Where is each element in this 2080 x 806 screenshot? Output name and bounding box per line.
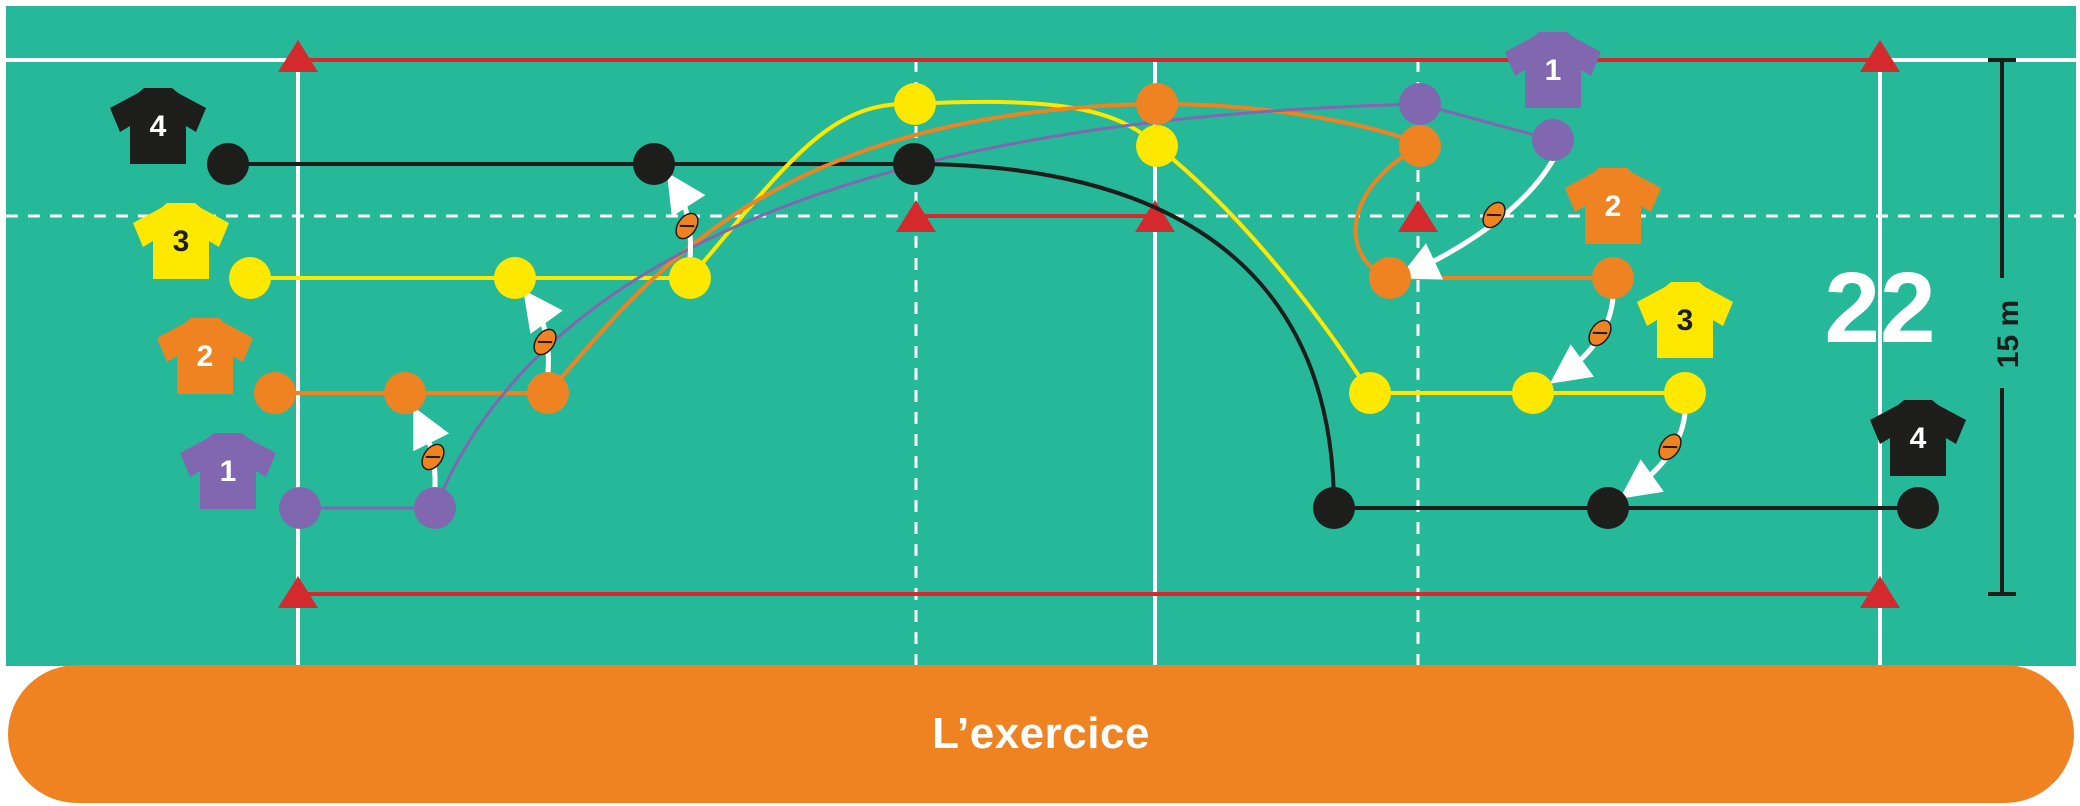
jersey-yellow-left: 3: [133, 203, 229, 279]
jersey-number: 4: [1910, 422, 1927, 455]
jersey-number: 3: [173, 225, 190, 258]
purple-run-lines: [300, 102, 1554, 510]
player-dot-black: [633, 143, 675, 185]
cone-icon: [278, 40, 318, 72]
player-dot-orange: [1592, 257, 1634, 299]
player-dot-yellow: [669, 257, 711, 299]
player-dot-yellow: [1136, 125, 1178, 167]
jersey-yellow-right: 3: [1637, 282, 1733, 358]
jersey-orange-left: 2: [157, 318, 253, 394]
player-dot-yellow: [894, 83, 936, 125]
player-dot-purple: [1532, 119, 1574, 161]
orange-dots: [254, 83, 1634, 414]
player-dot-purple: [279, 487, 321, 529]
player-dot-black: [893, 143, 935, 185]
cone-icon: [1398, 200, 1438, 232]
cone-icon: [896, 200, 936, 232]
jersey-number: 1: [1545, 54, 1562, 87]
cone-icon: [278, 576, 318, 608]
jersey-number: 3: [1677, 304, 1694, 337]
cone-icon: [1135, 200, 1175, 232]
player-dot-yellow: [1512, 372, 1554, 414]
player-dot-orange: [1136, 83, 1178, 125]
player-dot-yellow: [494, 257, 536, 299]
player-dot-orange: [1369, 257, 1411, 299]
jersey-number: 2: [1605, 190, 1622, 223]
purple-dots: [279, 83, 1574, 529]
yellow-dots: [229, 83, 1706, 414]
distance-label: 15 m: [1992, 300, 2025, 368]
player-dot-purple: [1399, 83, 1441, 125]
jersey-purple-left: 1: [180, 433, 276, 509]
player-dot-orange: [527, 372, 569, 414]
cone-icon: [1860, 576, 1900, 608]
player-dot-orange: [1399, 125, 1441, 167]
banner-title: L’exercice: [932, 709, 1150, 758]
jersey-purple-right: 1: [1505, 32, 1601, 108]
twenty-two-label: 22: [1824, 252, 1935, 364]
jersey-black-right: 4: [1870, 400, 1966, 476]
player-dot-black: [1897, 487, 1939, 529]
distance-measure: 15 m: [1988, 58, 2025, 596]
cone-icon: [1860, 40, 1900, 72]
player-dot-purple: [414, 487, 456, 529]
player-dot-black: [1313, 487, 1355, 529]
player-dot-black: [1587, 487, 1629, 529]
jersey-number: 1: [220, 455, 237, 488]
pitch: [6, 6, 2076, 666]
player-dot-black: [207, 143, 249, 185]
jersey-orange-right: 2: [1565, 168, 1661, 244]
cone-lines: [298, 58, 1880, 596]
player-dot-yellow: [1664, 372, 1706, 414]
jersey-number: 2: [197, 340, 214, 373]
player-dot-yellow: [229, 257, 271, 299]
jersey-number: 4: [150, 110, 167, 143]
jersey-black-left: 4: [110, 88, 206, 164]
black-dots: [207, 143, 1939, 529]
player-dot-orange: [384, 372, 426, 414]
player-dot-yellow: [1349, 372, 1391, 414]
player-dot-orange: [254, 372, 296, 414]
exercise-banner: L’exercice: [8, 665, 2074, 803]
